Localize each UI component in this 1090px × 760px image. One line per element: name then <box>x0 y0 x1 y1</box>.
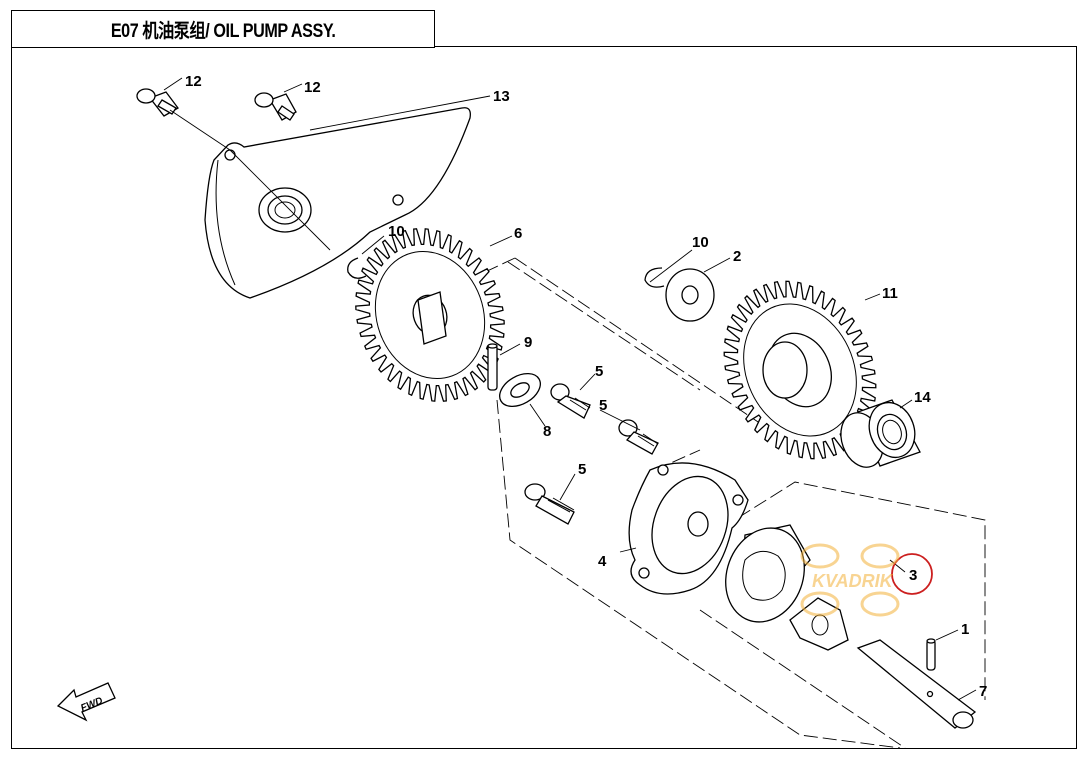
callout-11: 11 <box>882 285 898 302</box>
watermark-text: KVADRIK <box>812 571 895 591</box>
callout-14: 14 <box>914 389 931 406</box>
bolt-12-a <box>136 88 179 117</box>
callout-7: 7 <box>979 683 987 700</box>
callout-12a: 12 <box>185 73 202 90</box>
dowel-pin-9 <box>487 343 498 391</box>
needle-bearing-14 <box>840 399 921 468</box>
gear-key-slot <box>417 291 447 345</box>
callout-12b: 12 <box>304 79 321 96</box>
page-title: E07 机油泵组/ OIL PUMP ASSY. <box>110 20 336 42</box>
callout-3-highlight-circle <box>891 553 933 595</box>
drawing-frame <box>11 46 1077 749</box>
bolt-5-c <box>524 483 575 525</box>
fwd-arrow-icon: FWD <box>56 682 116 722</box>
callout-9: 9 <box>524 334 532 351</box>
oil-pump-body-4 <box>628 462 749 595</box>
callout-6: 6 <box>514 225 522 242</box>
bolt-5-a <box>550 383 591 419</box>
kvadrik-watermark-logo: KVADRIK <box>800 543 900 617</box>
title-box: E07 机油泵组/ OIL PUMP ASSY. <box>11 10 435 48</box>
gear-web <box>374 250 486 380</box>
dowel-pin-1 <box>926 638 936 671</box>
callout-5c: 5 <box>578 461 586 478</box>
callout-10b: 10 <box>692 234 709 251</box>
oil-pump-cover-plate <box>204 107 471 299</box>
pump-shaft-7 <box>856 639 977 729</box>
callout-3: 3 <box>909 567 917 584</box>
callout-1: 1 <box>961 621 969 638</box>
oil-pump-drive-gear <box>355 228 505 402</box>
oil-pump-rotor-3 <box>725 524 811 623</box>
circlip-10-right <box>644 267 665 288</box>
oil-pump-gear-11 <box>723 280 877 460</box>
bolt-12-b <box>254 92 297 121</box>
callout-labels: 12 12 13 10 6 10 2 11 9 5 5 8 14 5 4 3 1… <box>185 73 987 700</box>
callout-8: 8 <box>543 423 551 440</box>
washer-8 <box>499 372 541 408</box>
gear-bore <box>762 341 808 399</box>
callout-13: 13 <box>493 88 510 105</box>
callout-4: 4 <box>598 553 607 570</box>
gear-web <box>743 303 857 437</box>
callout-5b: 5 <box>599 397 607 414</box>
callout-10a: 10 <box>388 223 405 240</box>
circlip-10-left <box>347 257 367 279</box>
washer-2 <box>665 268 715 322</box>
callout-5a: 5 <box>595 363 603 380</box>
leader-lines <box>163 77 977 701</box>
bolt-5-b <box>618 419 659 455</box>
callout-2: 2 <box>733 248 741 265</box>
